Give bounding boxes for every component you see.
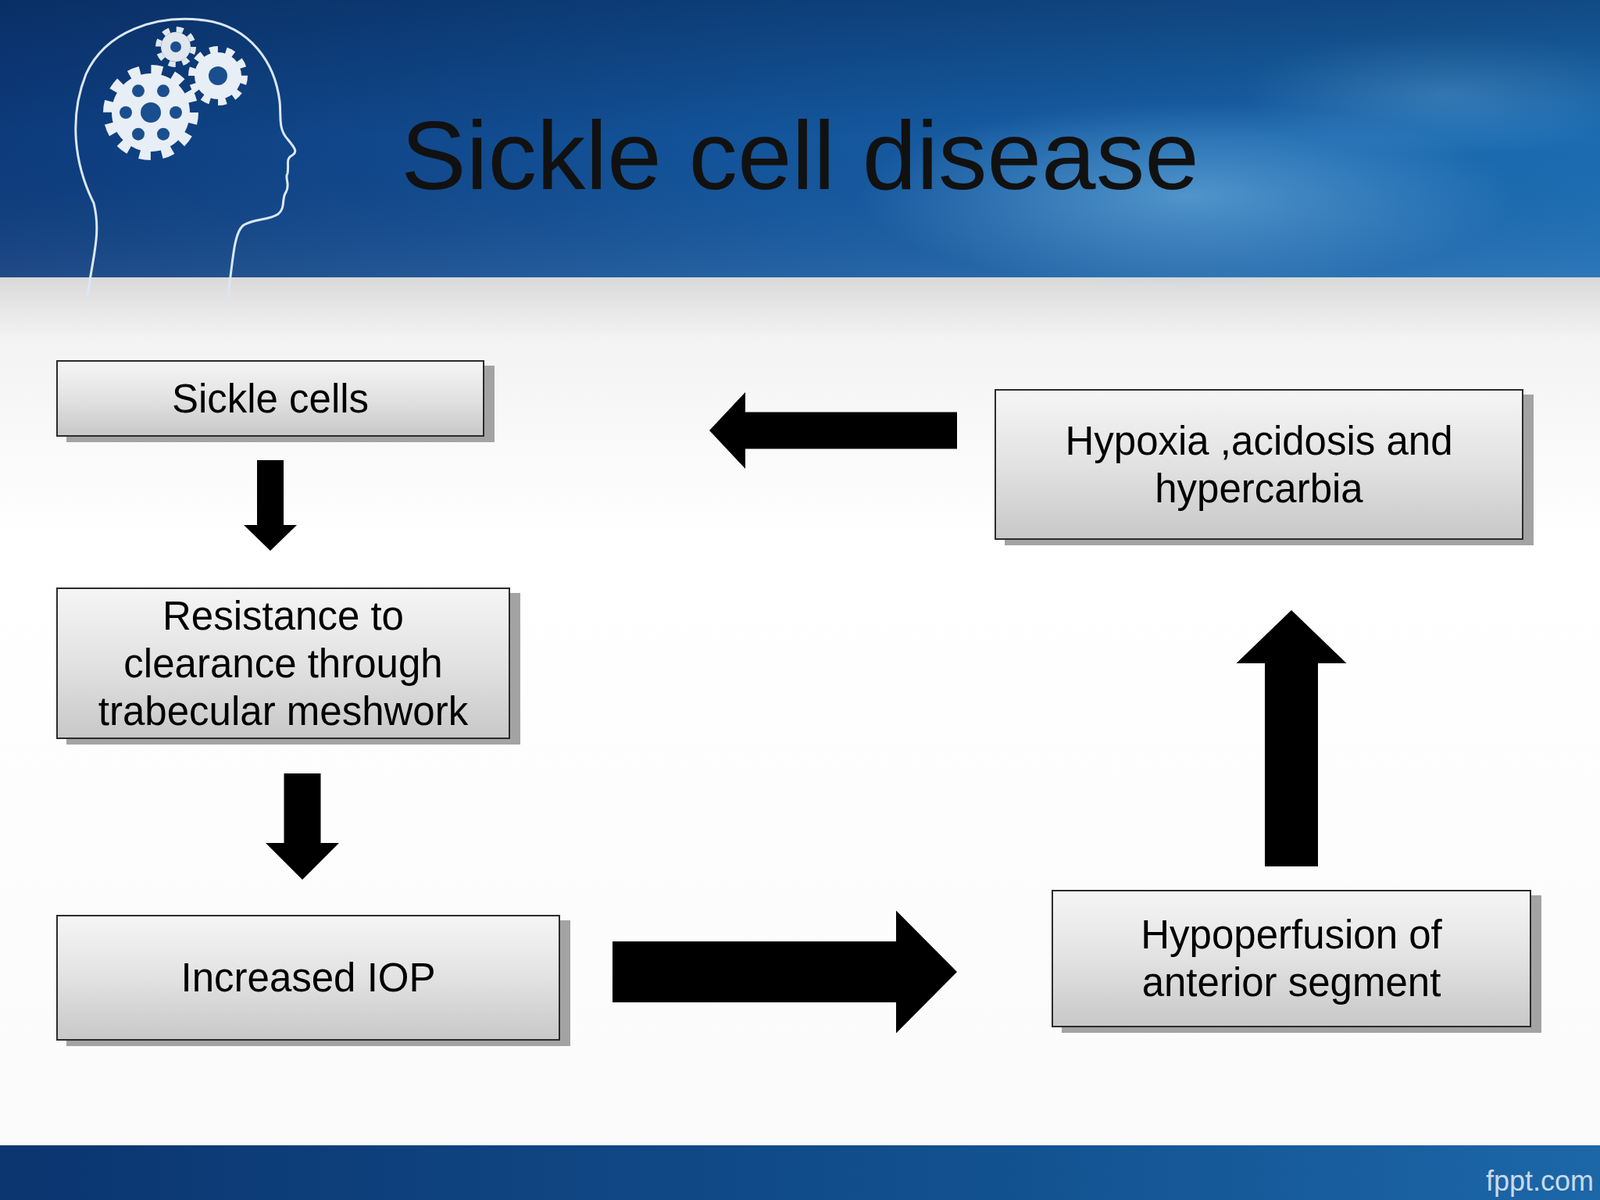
slide-title: Sickle cell disease: [0, 106, 1600, 204]
block-arrow: [265, 773, 340, 880]
gear-body: [194, 52, 242, 100]
gear-teeth: [158, 29, 194, 65]
head-outline: [75, 18, 296, 297]
process-box: Hypoxia ,acidosis and hypercarbia: [994, 389, 1524, 540]
block-arrow: [612, 910, 958, 1034]
gear-hole: [132, 84, 145, 97]
gear-teeth: [192, 50, 245, 103]
gear-hole: [140, 102, 161, 123]
box-text: Hypoxia ,acidosis and hypercarbia: [1027, 417, 1491, 513]
process-box: Increased IOP: [56, 914, 561, 1041]
box-text: Resistance to clearance through trabecul…: [89, 592, 478, 736]
watermark: fppt.com: [1328, 1167, 1594, 1196]
gear-hole: [208, 66, 228, 86]
block-arrow: [243, 460, 297, 551]
process-box: Resistance to clearance through trabecul…: [56, 587, 511, 740]
gear-hole: [132, 128, 145, 141]
gear-teeth: [107, 69, 194, 156]
gear-body: [160, 32, 191, 62]
block-arrow: [709, 392, 958, 469]
footer-band: [0, 1145, 1600, 1200]
gear-body: [111, 73, 190, 152]
banner-shade: [0, 0, 1600, 278]
gear-hole: [157, 128, 170, 141]
process-box: Sickle cells: [56, 360, 485, 437]
gear-hole: [157, 84, 170, 97]
block-arrow: [1236, 610, 1347, 867]
process-box: Hypoperfusion of anterior segment: [1051, 889, 1532, 1028]
box-text: Hypoperfusion of anterior segment: [1084, 910, 1499, 1007]
content-area: [0, 277, 1600, 1146]
gear-hole: [169, 106, 183, 119]
title-banner: [0, 0, 1600, 278]
box-text: Increased IOP: [181, 953, 436, 1002]
gear-hole: [170, 41, 182, 53]
box-text: Sickle cells: [171, 375, 369, 423]
gear-hole: [119, 106, 133, 119]
